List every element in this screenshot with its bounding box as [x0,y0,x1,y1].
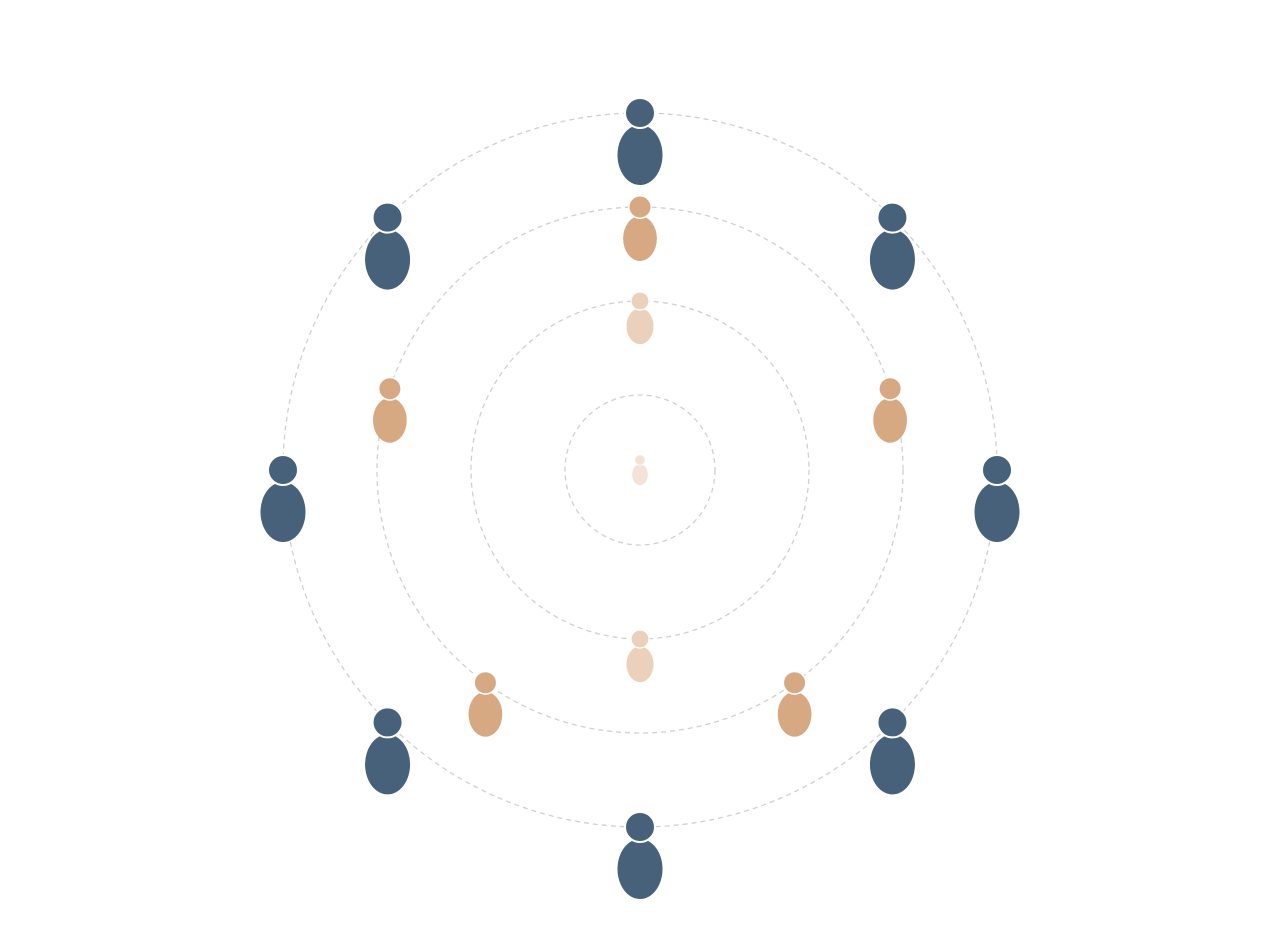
ring-1-person-1-head [634,454,646,466]
ring-1-person-1 [632,454,648,486]
ring-3-person-4 [468,670,503,737]
ring-3-person-4-head [473,670,498,695]
ring-4-person-4-body [869,734,915,795]
ring-4-person-1-body [617,125,663,185]
ring-2-person-2-body [626,646,654,683]
ring-4-person-5-body [617,839,663,899]
ring-4-person-2 [869,201,915,290]
ring-4-person-8-head [371,201,404,234]
ring-2-person-2 [626,629,654,683]
ring-4-person-7-head [267,454,299,486]
ring-2-person-1 [626,291,654,345]
ring-3-circle [376,206,904,734]
ring-3-person-4-body [468,691,503,737]
ring-4-person-2-body [869,229,915,290]
ring-4-person-3 [974,454,1020,542]
ring-4-person-5-head [624,811,656,843]
ring-4-person-6 [365,706,411,795]
ring-3-person-3-body [777,691,812,737]
ring-1-circle [564,394,716,546]
ring-4-person-7 [260,454,306,542]
ring-2-person-2-head [630,629,650,649]
ring-3-person-1-head [628,195,652,219]
ring-3-person-3 [777,670,812,737]
ring-4-person-3-body [974,482,1020,542]
ring-4-person-6-body [365,734,411,795]
ring-4-person-2-head [876,201,909,234]
ring-3-person-5-body [372,397,407,443]
ring-4-person-6-head [371,706,404,739]
ring-4-person-1-head [624,97,656,129]
ring-4-person-1 [617,97,663,185]
ring-3-person-5-head [377,376,402,401]
ring-4-person-8-body [365,229,411,290]
ring-4-person-8 [365,201,411,290]
ring-2-person-1-body [626,308,654,345]
ring-4-person-7-body [260,482,306,542]
ring-1-person-1-body [632,464,648,486]
ring-4-person-4 [869,706,915,795]
ring-3-person-2-body [873,397,908,443]
ring-4-person-3-head [981,454,1013,486]
people-layer [260,97,1020,899]
ring-3-person-2 [873,376,908,443]
ring-3-person-3-head [782,670,807,695]
ring-3-person-1 [623,195,657,261]
ring-3-person-5 [372,376,407,443]
ring-3-person-1-body [623,216,657,261]
ring-4-person-4-head [876,706,909,739]
ring-3-person-2-head [878,376,903,401]
ring-4-person-5 [617,811,663,899]
ring-2-person-1-head [630,291,650,311]
